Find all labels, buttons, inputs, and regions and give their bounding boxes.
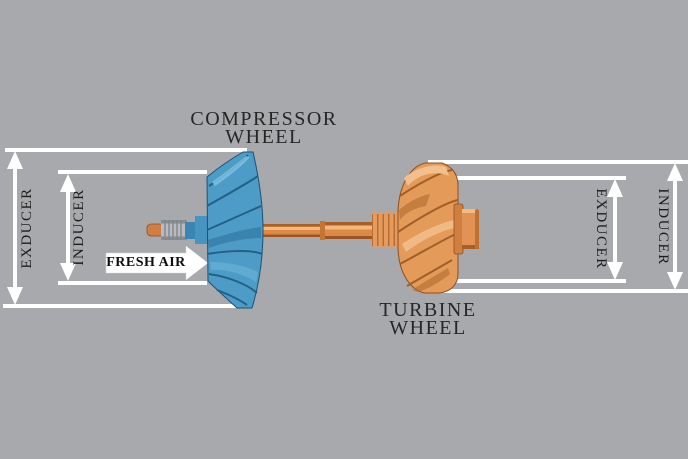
- compressor-title-line1: COMPRESSOR: [190, 108, 338, 130]
- fresh-air-arrow: [105, 245, 209, 281]
- compressor-exducer-arrow: [7, 151, 23, 305]
- compressor-nose-graphic: [146, 216, 209, 244]
- turbine-inducer-label: INDUCER: [655, 188, 671, 266]
- compressor-dimension-lines: [3, 148, 247, 308]
- turbine-exducer-arrow: [607, 179, 623, 280]
- shaft-graphic: [261, 212, 400, 248]
- turbine-wheel-graphic: [397, 162, 479, 294]
- compressor-wheel-graphic: [206, 151, 264, 309]
- turbine-dimension-lines: [428, 160, 688, 293]
- compressor-inducer-label: INDUCER: [71, 188, 87, 266]
- turbine-title-line2: WHEEL: [389, 317, 467, 339]
- turbine-title-line1: TURBINE: [379, 299, 477, 321]
- turbine-inducer-arrow: [667, 163, 683, 290]
- compressor-exducer-label: EXDUCER: [19, 187, 35, 269]
- compressor-wheel-title: COMPRESSOR WHEEL: [174, 108, 354, 148]
- turbine-wheel-title: TURBINE WHEEL: [338, 299, 518, 339]
- turbine-exducer-label: EXDUCER: [593, 188, 609, 270]
- fresh-air-label: FRESH AIR: [106, 255, 186, 270]
- compressor-inducer-arrow: [60, 174, 76, 281]
- compressor-title-line2: WHEEL: [225, 126, 303, 148]
